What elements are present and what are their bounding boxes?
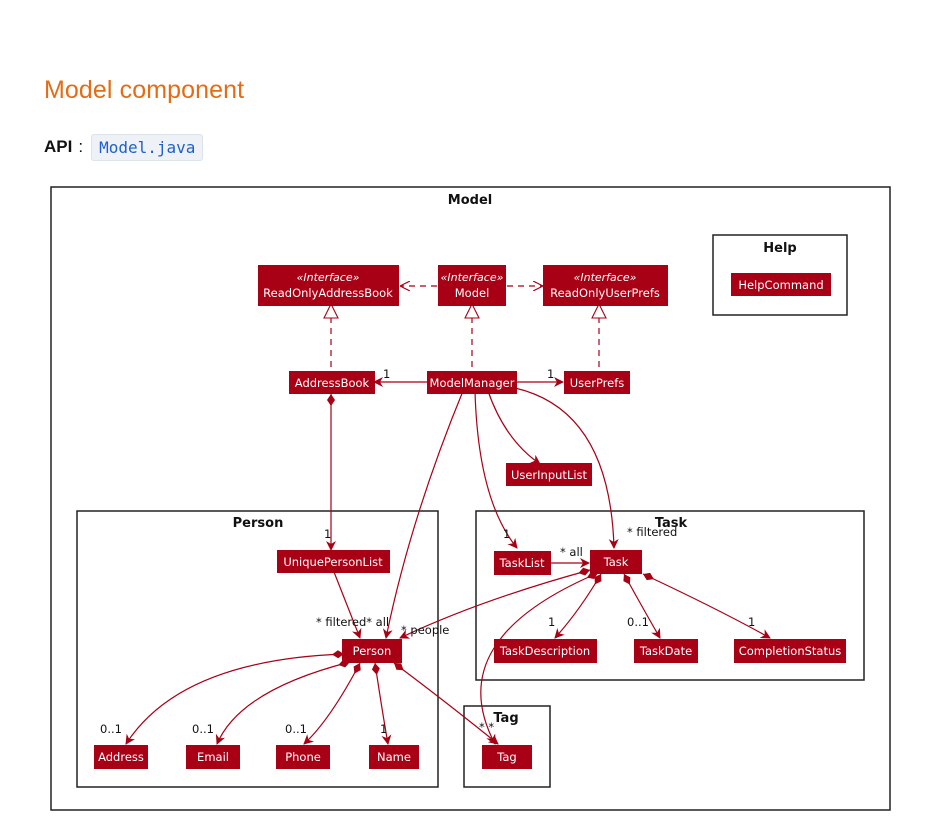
class-model-manager[interactable]: ModelManager (427, 371, 517, 394)
class-label: Model (455, 286, 490, 300)
mult-status: 1 (748, 615, 755, 629)
class-label: TaskList (499, 556, 545, 570)
class-label: Tag (496, 750, 516, 764)
composition-person-phone (303, 662, 361, 745)
class-label: ReadOnlyAddressBook (263, 286, 393, 300)
package-model-label: Model (448, 193, 492, 208)
class-user-prefs[interactable]: UserPrefs (564, 371, 630, 394)
class-label: Email (197, 750, 229, 764)
composition-task-status (642, 572, 771, 639)
class-unique-person-list[interactable]: UniquePersonList (277, 550, 390, 573)
composition-person-tag (393, 662, 499, 745)
class-person[interactable]: Person (342, 639, 402, 663)
class-name[interactable]: Name (369, 745, 419, 769)
mult-task-all: * all (560, 545, 583, 559)
class-label: TaskDate (639, 644, 692, 658)
class-label: HelpCommand (738, 278, 823, 292)
package-tag-label: Tag (493, 711, 518, 726)
api-label: API (44, 137, 73, 156)
mult-mm-tasklist: 1 (503, 527, 510, 541)
stereotype-label: «Interface» (574, 271, 637, 284)
package-person (76, 510, 439, 788)
composition-task-description (554, 573, 602, 639)
assoc-personlist-person (333, 571, 362, 639)
mult-address: 0..1 (100, 722, 122, 736)
class-label: UserPrefs (570, 376, 625, 390)
class-label: AddressBook (295, 376, 370, 390)
class-user-input-list[interactable]: UserInputList (506, 463, 592, 486)
page-title: Model component (44, 76, 245, 104)
mult-phone: 0..1 (285, 722, 307, 736)
class-task[interactable]: Task (590, 550, 642, 574)
class-read-only-address-book[interactable]: «Interface» ReadOnlyAddressBook (258, 265, 399, 306)
class-label: ModelManager (430, 376, 515, 390)
mult-filtered-all: * filtered* all (316, 615, 389, 629)
class-read-only-user-prefs[interactable]: «Interface» ReadOnlyUserPrefs (543, 265, 668, 306)
mult-email: 0..1 (192, 722, 214, 736)
class-label: Address (98, 750, 144, 764)
mult-task-filtered: * filtered (627, 525, 677, 539)
class-label: UserInputList (511, 468, 588, 482)
class-address-book[interactable]: AddressBook (289, 371, 375, 394)
package-person-label: Person (233, 516, 284, 531)
assoc-mm-task (514, 387, 619, 549)
package-help-label: Help (763, 241, 796, 256)
class-label: Person (353, 644, 392, 658)
mult-name: 1 (380, 722, 387, 736)
composition-person-name (371, 662, 392, 745)
class-address[interactable]: Address (94, 745, 148, 769)
assoc-mm-tasklist (474, 390, 518, 549)
class-email[interactable]: Email (186, 745, 240, 769)
class-task-description[interactable]: TaskDescription (494, 639, 597, 663)
api-link-model-java[interactable]: Model.java (91, 133, 204, 161)
class-task-list[interactable]: TaskList (494, 551, 551, 575)
composition-person-email (215, 659, 351, 745)
composition-person-address (125, 650, 345, 745)
package-task-label: Task (655, 516, 688, 531)
class-tag[interactable]: Tag (482, 745, 532, 769)
mult-desc: 1 (548, 615, 555, 629)
stereotype-label: «Interface» (297, 271, 360, 284)
mult-date: 0..1 (627, 615, 649, 629)
class-label: CompletionStatus (739, 644, 842, 658)
class-model-interface[interactable]: «Interface» Model (438, 265, 506, 306)
class-label: TaskDescription (499, 644, 590, 658)
class-help-command[interactable]: HelpCommand (731, 273, 831, 296)
class-label: Phone (285, 750, 321, 764)
assoc-mm-person (382, 390, 464, 639)
api-separator: : (78, 137, 84, 156)
mult-people: * people (401, 623, 449, 637)
mult-tag: * * (479, 720, 494, 734)
mult-ab-personlist: 1 (324, 527, 331, 541)
class-task-date[interactable]: TaskDate (634, 639, 698, 663)
api-line: API : Model.java (44, 132, 204, 162)
stereotype-label: «Interface» (441, 271, 504, 284)
mult-mm-userprefs: 1 (547, 367, 554, 381)
package-model (50, 186, 891, 811)
class-label: Task (603, 555, 629, 569)
class-completion-status[interactable]: CompletionStatus (734, 639, 846, 663)
class-label: Name (377, 750, 411, 764)
class-label: UniquePersonList (283, 555, 383, 569)
class-phone[interactable]: Phone (276, 745, 330, 769)
package-help (712, 234, 848, 316)
class-label: ReadOnlyUserPrefs (550, 286, 660, 300)
assoc-mm-userinputlist (487, 390, 541, 465)
mult-mm-addressbook: 1 (383, 367, 390, 381)
